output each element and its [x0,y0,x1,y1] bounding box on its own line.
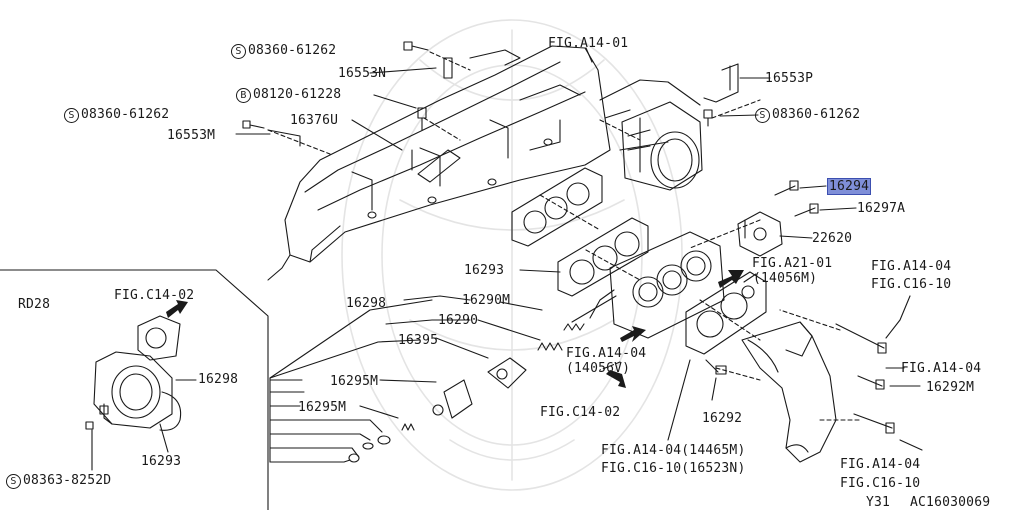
part-label-16553N: 16553N [338,66,387,81]
part-number: 08360-61262 [772,107,861,122]
part-label-16298-inset: 16298 [198,372,239,387]
part-label-16553P: 16553P [765,71,814,86]
springs-and-washers [348,323,585,463]
ref-fig-a21-01: FIG.A21-01 [752,256,833,271]
ref-fig-a14-01: FIG.A14-01 [548,36,629,51]
gasket-lower [557,217,649,297]
ref-fig-c16-10-d: FIG.C16-10 [840,476,921,491]
standard-part-symbol: S [231,44,246,59]
part-label-22620: 22620 [812,231,853,246]
adapter-flange [685,271,767,355]
part-label-16297A: 16297A [857,201,906,216]
ref-fig-c14-02-top: FIG.C14-02 [114,288,195,303]
ref-fig-c14-02-bottom: FIG.C14-02 [540,405,621,420]
air-intake-tube [741,321,837,463]
part-label-16295M-a: 16295M [330,374,379,389]
ref-fig-a14-04-14465M: FIG.A14-04(14465M) [601,443,746,458]
highlighted-part-number: 16294 [826,178,872,195]
standard-part-symbol: S [64,108,79,123]
throttle-chamber [621,101,703,191]
watermark-emblem [341,19,683,491]
part-label-16295M-b: 16295M [298,400,347,415]
part-number: 08360-61262 [248,43,337,58]
direction-arrows [166,270,744,388]
diagram-code: AC16030069 [910,495,991,510]
ref-fig-a14-04-b-sub: (14056V) [566,361,631,376]
part-label-16292M: 16292M [926,380,975,395]
bracket-16553P [703,63,739,103]
part-number: 08120-61228 [253,87,342,102]
part-label-16395: 16395 [398,333,439,348]
bolts [242,41,895,434]
part-label-16290M: 16290M [462,293,511,308]
part-number: 08360-61262 [81,107,170,122]
dashed-guides [267,51,861,421]
part-label-16294: 16294 [826,178,872,195]
part-label-16292: 16292 [702,411,743,426]
ref-fig-c16-10-16523N: FIG.C16-10(16523N) [601,461,746,476]
part-label-16293-main: 16293 [464,263,505,278]
callout-tree [269,299,433,463]
ref-fig-a14-04-a: FIG.A14-04 [871,259,952,274]
page-code: Y31 [866,495,891,510]
part-label-16553M: 16553M [167,128,216,143]
part-label-16376U: 16376U [290,113,339,128]
ref-fig-a14-04-c: FIG.A14-04 [901,361,982,376]
standard-part-symbol: S [755,108,770,123]
part-label-16290: 16290 [438,313,479,328]
inset-throttle-body [85,315,182,431]
inset-frame [0,269,269,510]
part-number: 08363-8252D [23,473,112,488]
standard-part-symbol: B [236,88,251,103]
intake-manifold [267,45,701,281]
sensor-22620 [737,211,783,257]
gasket-upper [511,167,603,247]
standard-part-symbol: S [6,474,21,489]
ref-fig-a14-04-b: FIG.A14-04 [566,346,647,361]
part-label-16293-inset: 16293 [141,454,182,469]
ref-fig-a21-01-sub: (14056M) [753,271,818,286]
throttle-body-main [571,231,725,339]
leader-lines [91,47,923,471]
ref-fig-a14-04-d: FIG.A14-04 [840,457,921,472]
ref-fig-c16-10-a: FIG.C16-10 [871,277,952,292]
part-label-16298-main: 16298 [346,296,387,311]
variant-label-rd28: RD28 [18,297,51,312]
